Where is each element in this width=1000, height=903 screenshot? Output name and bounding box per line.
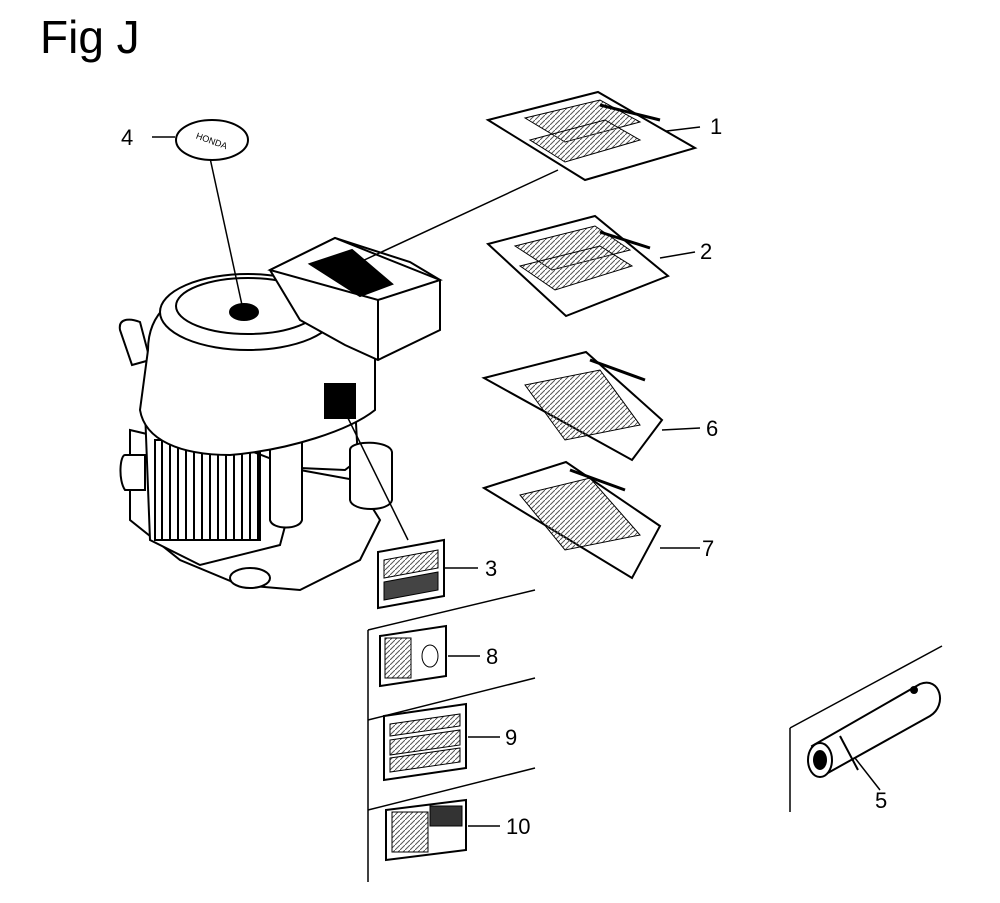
callout-9: 9 [505,725,517,750]
decal-part-7 [481,460,662,580]
figure-title: Fig J [40,11,140,63]
decal-part-6 [481,350,664,462]
callout-3: 3 [485,556,497,581]
callout-6: 6 [706,416,718,441]
callout-4: 4 [121,125,133,150]
tool-part [807,681,941,778]
callout-2: 2 [700,239,712,264]
decal-part-3 [377,538,445,610]
decal-part-8 [379,624,447,688]
leader-lines [152,126,881,827]
decal-part-9 [383,702,467,782]
callout-8: 8 [486,644,498,669]
panel-dividers [367,589,943,882]
callout-1: 1 [710,114,722,139]
callout-5: 5 [875,788,887,813]
decal-part-2 [485,214,670,318]
decal-part-10 [385,798,467,862]
decal-part-1 [485,90,698,182]
callout-numbers: 1 2 3 4 5 6 7 8 9 10 [121,114,887,839]
engine-drawing [118,236,443,592]
emblem-part: HONDA [175,119,249,161]
callout-7: 7 [702,536,714,561]
callout-10: 10 [506,814,530,839]
